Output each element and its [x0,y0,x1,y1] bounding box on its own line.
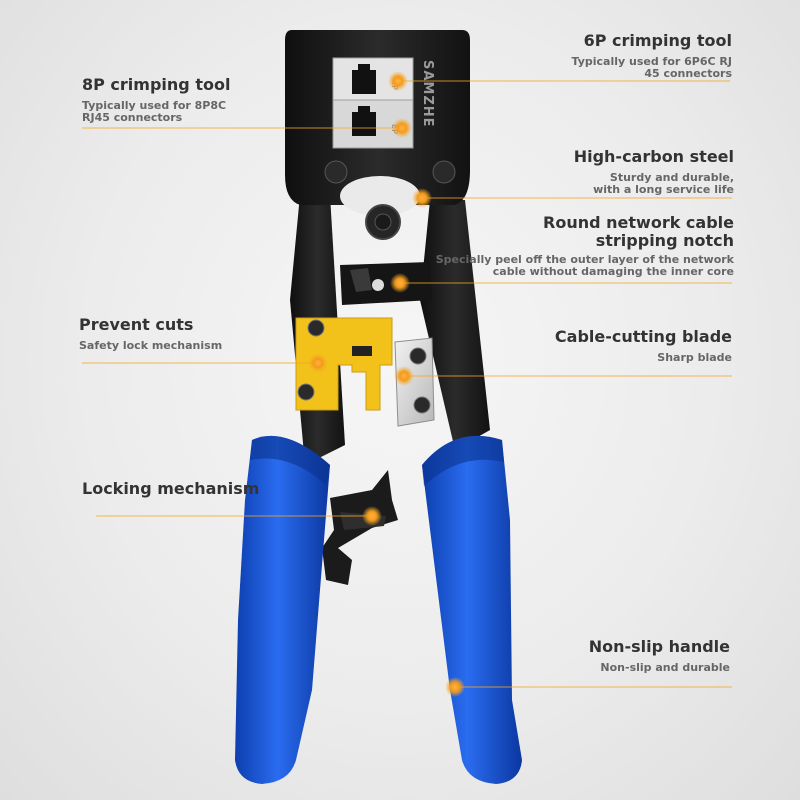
cutting-blade [394,337,435,427]
stripping-notch [340,262,432,305]
marker-handle [445,677,465,697]
head-screw-right [432,160,456,184]
callout-steel: High-carbon steel Sturdy and durable, wi… [574,147,734,196]
callout-desc: Specially peel off the outer layer of th… [435,253,734,278]
callout-title: Locking mechanism [82,479,260,498]
callout-strip: Round network cable stripping notch Spec… [436,214,734,278]
marker-blade [394,366,414,386]
safety-lock [295,317,393,411]
callout-lock: Locking mechanism [82,479,259,498]
callout-desc: Safety lock mechanism [79,339,223,352]
callout-title: High-carbon steel [573,147,734,166]
callout-cuts: Prevent cuts Safety lock mechanism [79,315,222,352]
callout-desc: Sturdy and durable, with a long service … [593,171,734,196]
callout-title: Prevent cuts [79,315,194,334]
callout-title: Round network cable stripping notch [543,213,734,250]
callout-blade: Cable-cutting blade Sharp blade [555,327,732,364]
callout-8p: 8P crimping tool Typically used for 8P8C… [82,75,230,124]
callout-title: 8P crimping tool [82,75,231,94]
marker-6p [388,71,408,91]
callout-desc: Non-slip and durable [600,661,730,674]
callout-6p: 6P crimping tool Typically used for 6P6C… [572,31,732,80]
right-handle[interactable] [422,435,522,784]
marker-strip [390,273,410,293]
callout-desc: Typically used for 8P8C RJ45 connectors [82,99,227,124]
callout-title: 6P crimping tool [583,31,732,50]
marker-steel [412,188,432,208]
marker-cuts [308,353,328,373]
callout-title: Cable-cutting blade [554,327,732,346]
callout-title: Non-slip handle [588,637,730,656]
brand-logo: SAMZHE [420,60,435,128]
callout-desc: Sharp blade [657,351,732,364]
lower-jaw [322,470,398,585]
marker-lock [362,506,382,526]
callout-lines [82,80,732,688]
right-arm [420,200,490,450]
callout-handle: Non-slip handle Non-slip and durable [589,637,730,674]
callout-desc: Typically used for 6P6C RJ 45 connectors [571,55,732,80]
head-screw-left [324,160,348,184]
pivot-hole [340,176,420,216]
marker-8p [392,118,412,138]
left-handle[interactable] [235,435,330,784]
